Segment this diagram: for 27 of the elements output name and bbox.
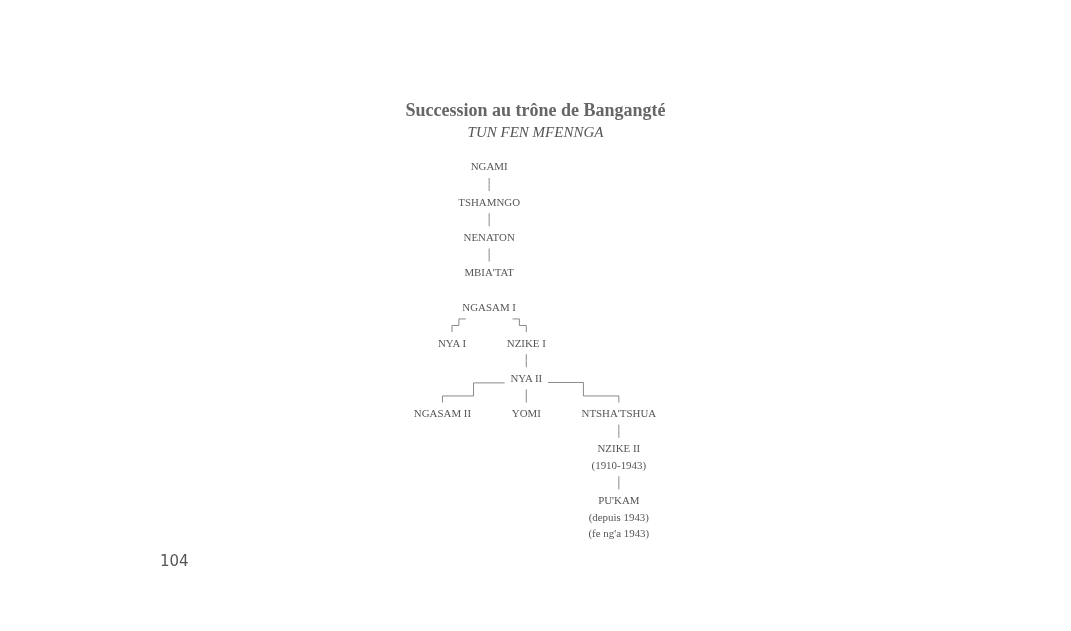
node-text: MBIA'TAT [464,266,514,279]
node-text: NGASAM II [413,407,472,420]
node-text: NZIKE I [506,337,546,349]
connector [512,318,527,333]
connector [442,382,505,403]
connector [525,389,527,403]
node-text: NYA II [510,372,543,384]
connector [488,212,490,227]
connector [488,177,490,192]
node-text: NGASAM I [462,301,516,314]
node-text: NENATON [463,231,515,244]
page-number: 104 [160,552,189,570]
node-text: NZIKE II (1910-1943) [591,442,647,471]
node-text: YOMI [511,407,541,420]
connector [525,353,527,368]
node-text: NTSHA'TSHUA [581,407,657,420]
node-text: NGAMI [470,160,508,173]
node-text: TSHAMNGO [458,196,521,208]
title: Succession au trône de Bangangté [404,100,667,121]
node-text: NYA I [437,337,467,349]
node-text: PU'KAM (depuis 1943) (fe ng'a 1943) [588,494,650,539]
connector [618,424,620,439]
subtitle: TUN FEN MFENNGA [466,124,605,141]
connector [451,318,467,333]
connector [547,382,620,403]
connector [618,475,620,490]
connector [488,248,490,262]
